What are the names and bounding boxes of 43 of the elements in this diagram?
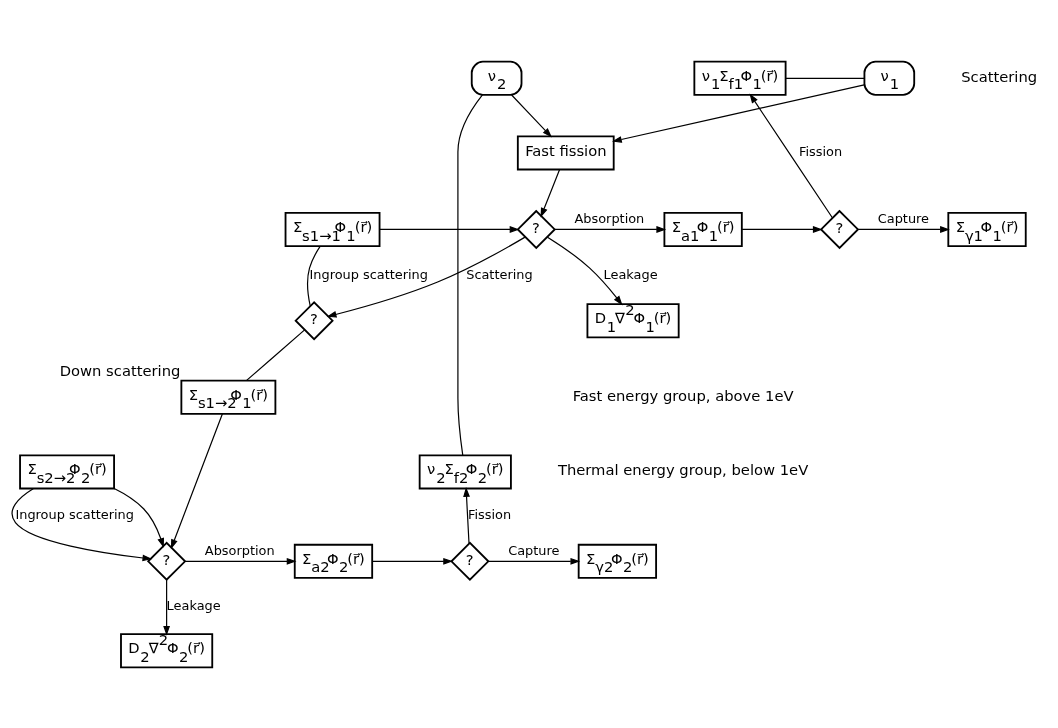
arrow	[170, 412, 223, 549]
edge-label: Leakage	[166, 597, 221, 613]
node-diamond: ?	[819, 209, 860, 249]
edge-label: Absorption	[574, 210, 645, 226]
arrow	[379, 225, 520, 233]
connector	[785, 77, 865, 79]
arrow	[163, 578, 171, 636]
arrow	[371, 557, 454, 565]
arrow	[546, 236, 623, 305]
node-diamond: ?	[516, 209, 556, 249]
node-label: Down scattering	[59, 361, 181, 379]
connector	[457, 93, 484, 456]
arrow	[540, 168, 561, 218]
connector	[246, 328, 306, 381]
arrow	[857, 225, 950, 233]
node-diamond: ?	[146, 541, 187, 581]
edge-label: Fission	[798, 143, 843, 159]
node-diamond: ?	[294, 300, 334, 340]
node-box: Fast fission	[516, 134, 615, 170]
connector	[306, 245, 321, 307]
arrow	[113, 487, 164, 548]
edge-label: Capture	[877, 210, 930, 226]
label: Scattering	[961, 67, 1038, 85]
edge-label: Leakage	[603, 266, 658, 281]
arrow	[612, 83, 865, 143]
edge-label: Fission	[468, 506, 512, 522]
edge-label: Ingroup scattering	[15, 506, 134, 522]
edge-label: Ingroup scattering	[309, 266, 428, 281]
label: Thermal energy group, below 1eV	[557, 460, 809, 478]
arrow	[326, 236, 526, 318]
arrow	[511, 93, 553, 138]
edge-label: Absorption	[204, 542, 275, 558]
arrow	[741, 225, 823, 233]
arrow	[554, 225, 667, 233]
label: Fast energy group, above 1eV	[572, 386, 794, 404]
arrow	[11, 487, 153, 561]
arrow	[463, 486, 470, 544]
edge-label: Scattering	[466, 266, 533, 281]
arrow	[487, 557, 581, 565]
edge-label: Capture	[508, 542, 560, 558]
arrow	[749, 92, 834, 219]
arrow	[184, 557, 297, 565]
node-diamond: ?	[450, 541, 490, 581]
